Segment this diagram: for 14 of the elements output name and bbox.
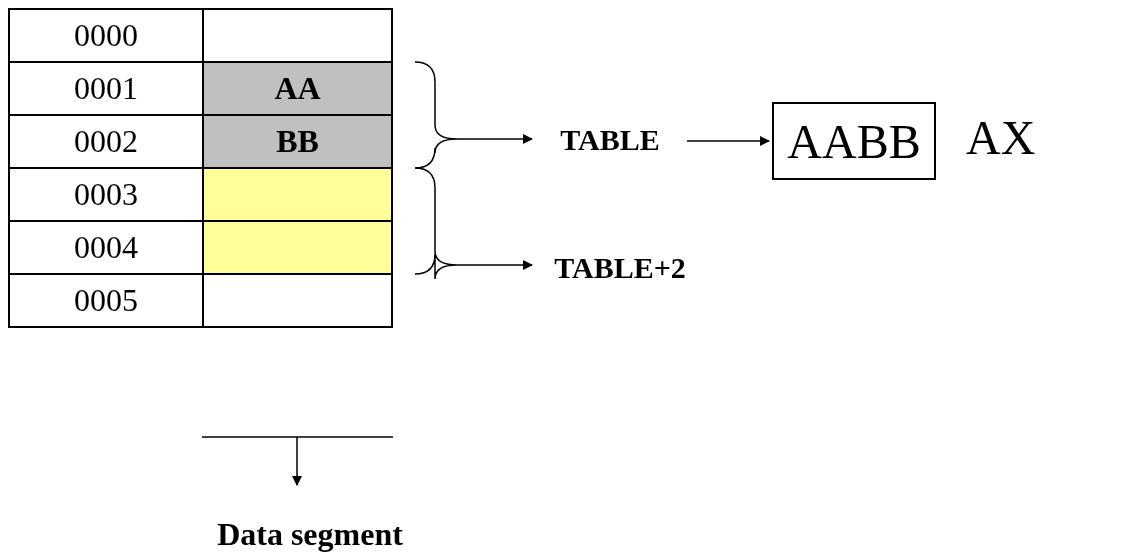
pointer-label: TABLE+2 (535, 246, 705, 290)
arrow (201, 436, 394, 486)
arrow (456, 134, 533, 144)
segment-caption: Data segment (215, 510, 405, 558)
pointer-label: TABLE (535, 118, 685, 162)
box-text: AABB (787, 113, 921, 169)
register-box (772, 102, 936, 180)
register-name: AX (966, 110, 1036, 165)
value-cell: BB (202, 114, 393, 169)
arrow (686, 136, 770, 146)
value-cell: AA (202, 61, 393, 116)
arrow (456, 260, 533, 270)
curly-brace (414, 61, 458, 169)
curly-brace (414, 167, 458, 280)
